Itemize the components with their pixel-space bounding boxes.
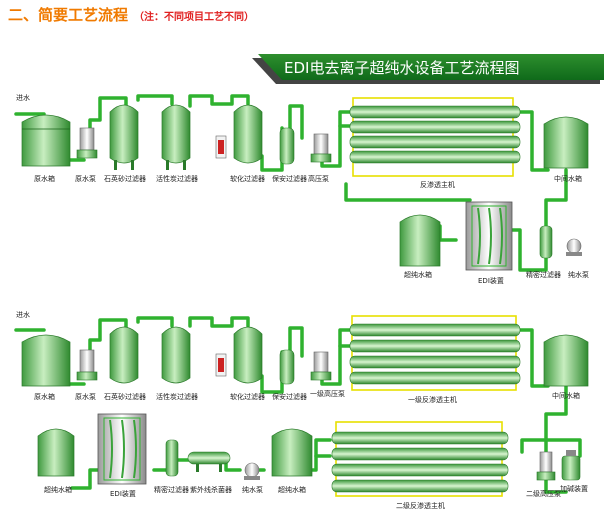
section-note: （注：不同项目工艺不同） [134, 12, 255, 23]
label-hp-pump1: 一级高压泵 [310, 389, 345, 398]
label-softener: 软化过滤器 [230, 174, 265, 183]
first-stage-hp-pump [310, 351, 332, 381]
label-security-2: 保安过滤器 [272, 392, 307, 401]
label-pure-pump-2: 纯水泵 [242, 485, 263, 494]
alkali-dosing-unit [561, 450, 581, 481]
label-hp-pump: 高压泵 [308, 174, 329, 183]
edi-unit [97, 413, 147, 485]
inlet-label-1: 进水 [16, 93, 30, 102]
label-sand: 石英砂过滤器 [104, 174, 146, 183]
diagram-2: 进水 原水箱 原水泵 石英砂过滤器 活性炭过滤器 软化过滤器 保安过滤器 [14, 310, 589, 510]
label-carbon: 活性炭过滤器 [156, 174, 198, 183]
label-pure-tank: 超纯水箱 [404, 270, 432, 279]
security-filter [279, 127, 295, 165]
ultra-pure-tank-2 [271, 428, 313, 477]
label-mid-tank: 中间水箱 [554, 174, 582, 183]
label-mid-tank-2: 中间水箱 [552, 391, 580, 400]
section-title: 二、简要工艺流程 [8, 6, 129, 24]
label-edi: EDI装置 [478, 276, 504, 285]
label-ro1: 一级反渗透主机 [408, 395, 457, 404]
carbon-filter [161, 104, 191, 170]
second-stage-ro-unit [331, 421, 509, 497]
section-heading: 二、简要工艺流程 （注：不同项目工艺不同） [8, 4, 254, 26]
label-softener-2: 软化过滤器 [230, 392, 265, 401]
label-security: 保安过滤器 [272, 174, 307, 183]
raw-water-pump [76, 349, 98, 381]
second-stage-hp-pump [536, 451, 556, 481]
ro-unit [349, 97, 521, 177]
intermediate-tank [543, 116, 589, 169]
sand-filter [109, 104, 139, 170]
sand-filter [109, 326, 139, 384]
ultra-pure-tank [37, 428, 75, 477]
diagram-1: EDI电去离子超纯水设备工艺流程图 进水 原水箱 [14, 54, 604, 285]
pipes [14, 316, 582, 494]
raw-water-pump [76, 127, 98, 159]
precision-filter [165, 439, 179, 477]
label-ro: 反渗透主机 [420, 180, 455, 189]
raw-water-tank [21, 334, 71, 387]
carbon-filter [161, 326, 191, 384]
uv-sterilizer [187, 451, 231, 472]
security-filter [279, 349, 295, 385]
label-pure-tank2: 超纯水箱 [278, 485, 306, 494]
diagram-banner: EDI电去离子超纯水设备工艺流程图 [252, 54, 604, 84]
high-pressure-pump [310, 133, 332, 163]
label-precision: 精密过滤器 [526, 270, 561, 279]
label-raw-tank-2: 原水箱 [34, 392, 55, 401]
label-ro2: 二级反渗透主机 [396, 501, 445, 510]
label-hp-pump2: 二级高压泵 [526, 489, 561, 498]
raw-water-tank [21, 114, 71, 167]
label-edi-2: EDI装置 [110, 489, 136, 498]
edi-unit [465, 201, 513, 271]
label-pure-tank-2: 超纯水箱 [44, 485, 72, 494]
softener-filter [215, 104, 263, 164]
label-alkali: 加碱装置 [560, 484, 588, 493]
label-raw-pump-2: 原水泵 [75, 392, 96, 401]
label-raw-tank: 原水箱 [34, 174, 55, 183]
label-sand-2: 石英砂过滤器 [104, 392, 146, 401]
inlet-label-2: 进水 [16, 310, 30, 319]
banner-title: EDI电去离子超纯水设备工艺流程图 [284, 59, 519, 77]
pure-water-pump [244, 462, 260, 480]
label-pure-pump: 纯水泵 [568, 270, 589, 279]
label-raw-pump: 原水泵 [75, 174, 96, 183]
label-precision-2: 精密过滤器 [154, 485, 189, 494]
ultra-pure-tank [399, 214, 441, 267]
label-carbon-2: 活性炭过滤器 [156, 392, 198, 401]
precision-filter [539, 225, 553, 259]
softener-filter [215, 326, 263, 384]
pure-water-pump [566, 238, 582, 256]
intermediate-tank [543, 334, 589, 387]
label-uv: 紫外线杀菌器 [190, 485, 232, 494]
first-stage-ro-unit [349, 315, 521, 391]
